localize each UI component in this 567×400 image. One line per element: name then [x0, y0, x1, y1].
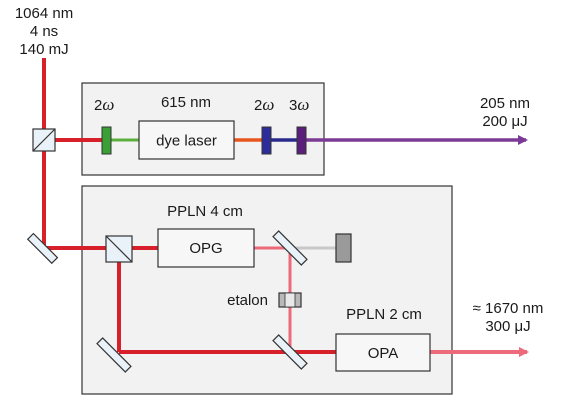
input-duration-label: 4 ns: [30, 23, 58, 40]
wavelength-615-label: 615 nm: [161, 94, 211, 111]
ir-output-wavelength: ≈ 1670 nm: [473, 300, 544, 317]
ppln-4cm-label: PPLN 4 cm: [167, 203, 243, 220]
ir-output-energy: 300 μJ: [485, 318, 530, 335]
doubler-crystal-green: [101, 126, 112, 155]
etalon-label: etalon: [227, 292, 268, 309]
dichroic-mirror-opg: [272, 230, 308, 266]
combining-mirror-opa: [272, 334, 308, 370]
doubler-2-label: 2ω: [254, 95, 274, 114]
tripler-crystal-purple: [296, 126, 307, 155]
etalon-element: [278, 292, 302, 308]
opg-label: OPG: [189, 240, 222, 257]
beam-dump: [335, 233, 352, 263]
doubler-1-label: 2ω: [94, 95, 114, 114]
uv-output-wavelength: 205 nm: [480, 95, 530, 112]
input-energy-label: 140 mJ: [19, 41, 68, 58]
doubler-crystal-blue: [261, 126, 272, 155]
beam-splitter-ir: [105, 235, 133, 263]
dye-laser-label: dye laser: [156, 133, 217, 150]
beam-splitter-input: [32, 128, 56, 152]
opa-label: OPA: [368, 345, 399, 362]
dye-laser-box: [138, 120, 235, 160]
opg-box: [157, 228, 255, 268]
ppln-2cm-label: PPLN 2 cm: [346, 306, 422, 323]
tripler-label: 3ω: [289, 95, 309, 114]
mirror-ir-bottom-left: [96, 337, 132, 373]
input-wavelength-label: 1064 nm: [15, 5, 73, 22]
opa-box: [335, 333, 431, 372]
mirror-lower-left: [26, 232, 59, 265]
uv-output-energy: 200 μJ: [482, 113, 527, 130]
